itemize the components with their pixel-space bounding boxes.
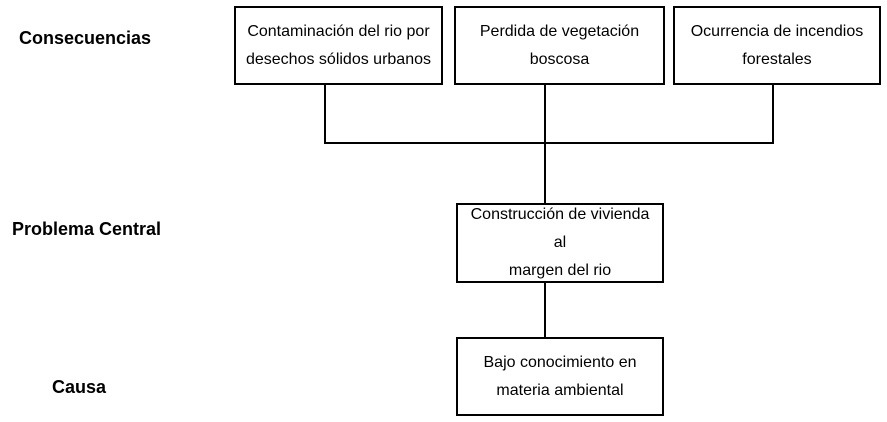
consequence-2-line-2: boscosa [529,50,590,68]
consequence-box-river-pollution: Contaminación del rio por desechos sólid… [234,6,443,85]
label-central-problem: Problema Central [12,219,162,239]
consequence-3-line-1: Ocurrencia de incendios [690,22,864,40]
label-consequences: Consecuencias [19,28,152,48]
consequence-box-vegetation-loss: Perdida de vegetación boscosa [454,6,665,85]
consequence-1-line-2: desechos sólidos urbanos [245,50,431,68]
label-cause: Causa [52,377,107,397]
consequence-1-line-1: Contaminación del rio por [247,22,430,40]
cause-box: Bajo conocimiento en materia ambiental [456,337,664,416]
central-problem-line-1: Construcción de vivienda al [470,206,650,251]
cause-line-2: materia ambiental [496,381,624,399]
consequence-3-line-2: forestales [742,50,812,68]
cause-line-1: Bajo conocimiento en [483,353,637,371]
central-problem-line-2: margen del rio [508,262,612,279]
consequence-box-forest-fires: Ocurrencia de incendios forestales [673,6,881,85]
consequence-2-line-1: Perdida de vegetación [479,22,640,40]
central-problem-box: Construcción de vivienda al margen del r… [456,203,664,283]
